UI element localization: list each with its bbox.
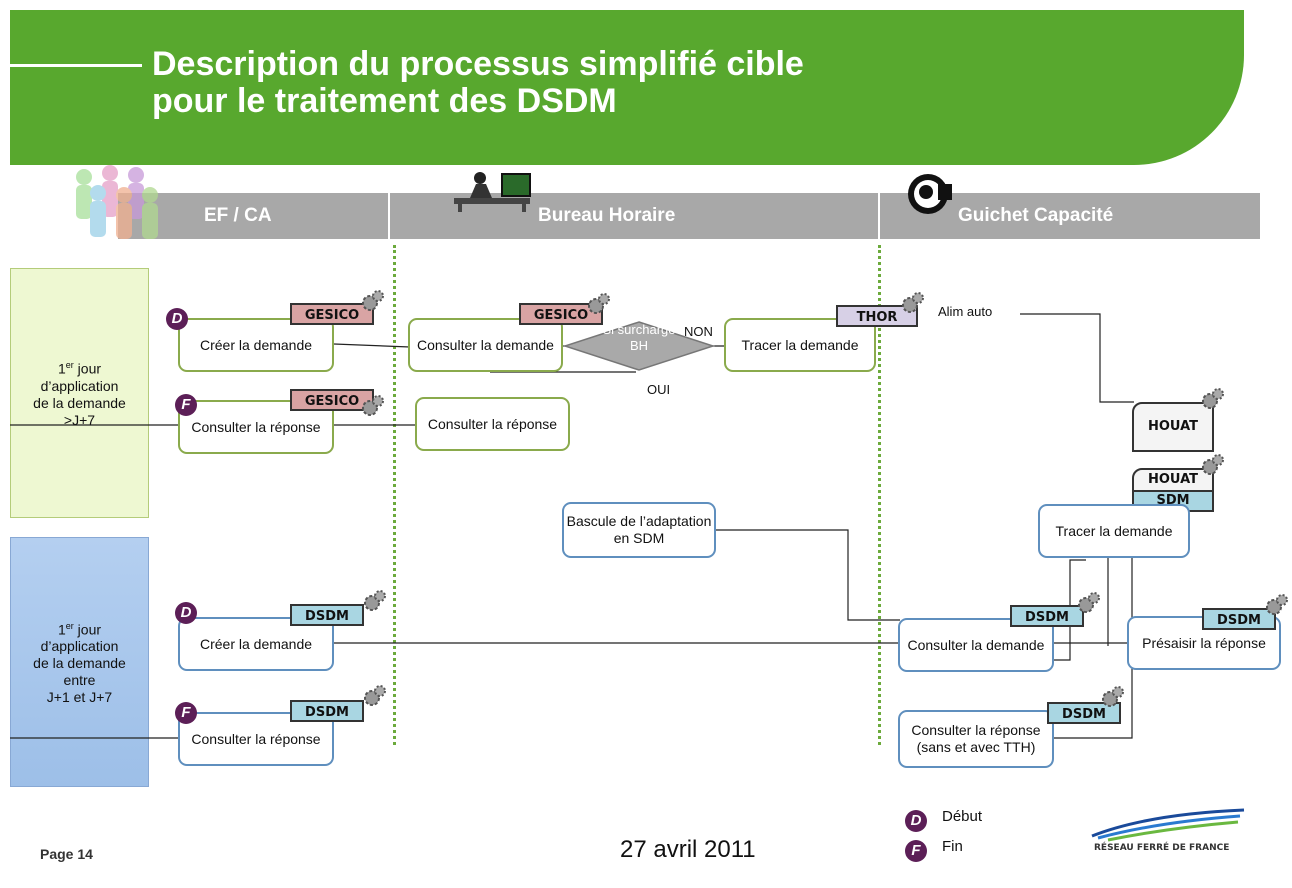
- phone-operator-icon: [908, 174, 952, 214]
- rff-logo-text: RÉSEAU FERRÉ DE FRANCE: [1094, 843, 1230, 853]
- row-label-line: J+1 et J+7: [46, 689, 113, 706]
- process-consulter-reponse-bh: Consulter la réponse: [415, 397, 570, 451]
- gear-icon: [902, 292, 924, 313]
- legend-start-badge: D: [905, 810, 927, 832]
- end-badge: F: [175, 702, 197, 724]
- tag-thor: THOR: [836, 305, 918, 327]
- gear-icon: [362, 395, 384, 416]
- lane-divider: [878, 245, 881, 745]
- decision-yes-label: OUI: [647, 382, 671, 397]
- row-label-number: 1: [57, 360, 66, 377]
- process-text: Consulter la réponse (sans et avec TTH): [911, 722, 1041, 755]
- gear-icon: [1102, 686, 1124, 707]
- decision-text: Si surcharge BH: [602, 322, 676, 353]
- process-tracer-demande: Tracer la demande: [724, 318, 876, 372]
- process-consulter-reponse-tth: Consulter la réponse (sans et avec TTH): [898, 710, 1054, 768]
- process-text: Tracer la demande: [741, 336, 859, 353]
- legend-end-badge: F: [905, 840, 927, 862]
- process-text: Créer la demande: [199, 336, 313, 353]
- title-banner: [10, 10, 1244, 165]
- process-consulter-demande-bh: Consulter la demande: [408, 318, 563, 372]
- row-label-number: 1: [57, 621, 66, 638]
- office-worker-icon: [454, 172, 531, 212]
- page-title: Description du processus simplifié cible…: [152, 46, 804, 120]
- lane-label-ef-ca: EF / CA: [204, 205, 272, 226]
- decision-no-label: NON: [684, 324, 713, 339]
- tag-gesico: GESICO: [290, 389, 374, 411]
- lane-divider: [393, 245, 396, 745]
- process-text: Bascule de l’adaptation en SDM: [566, 513, 712, 546]
- tag-dsdm: DSDM: [290, 604, 364, 626]
- gear-icon: [362, 290, 384, 311]
- gear-icon: [364, 590, 386, 611]
- tag-dsdm: DSDM: [1047, 702, 1121, 724]
- lane-label-bureau-horaire: Bureau Horaire: [538, 205, 676, 226]
- gear-icon: [1078, 592, 1100, 613]
- tag-dsdm: DSDM: [1202, 608, 1276, 630]
- decision-diamond: [563, 321, 715, 371]
- process-creer-demande-dsdm: Créer la demande: [178, 617, 334, 671]
- legend-end-label: Fin: [942, 838, 963, 855]
- start-badge: D: [175, 602, 197, 624]
- connector: [716, 529, 900, 621]
- process-text: Consulter la réponse: [191, 418, 321, 435]
- rff-logo-icon: [1091, 808, 1245, 842]
- row-label-j1-j7: 1er jour d’application de la demande ent…: [10, 537, 149, 787]
- title-line-1: Description du processus simplifié cible: [152, 45, 804, 83]
- tag-gesico: GESICO: [290, 303, 374, 325]
- gear-icon: [1266, 594, 1288, 615]
- connector: [1020, 313, 1134, 403]
- tag-dsdm: DSDM: [1010, 605, 1084, 627]
- row-label-jour: jour: [73, 621, 102, 638]
- tag-gesico: GESICO: [519, 303, 603, 325]
- alim-auto-label: Alim auto: [938, 304, 993, 319]
- row-label-line: entre: [63, 672, 96, 689]
- process-text: Consulter la demande: [907, 636, 1045, 653]
- process-text: Présaisir la réponse: [1142, 634, 1266, 651]
- footer-date: 27 avril 2011: [620, 836, 756, 863]
- row-label-sup: er: [65, 360, 74, 371]
- process-consulter-demande-gc: Consulter la demande: [898, 618, 1054, 672]
- connector: [333, 343, 411, 348]
- connector: [1054, 520, 1133, 739]
- end-badge: F: [175, 394, 197, 416]
- process-text: Consulter la demande: [417, 336, 554, 353]
- row-label-line: d’application: [40, 377, 119, 394]
- row-label-line: de la demande: [33, 394, 126, 411]
- tag-dsdm: DSDM: [290, 700, 364, 722]
- tag-houat: HOUAT: [1132, 402, 1214, 452]
- people-icon: [76, 165, 158, 239]
- row-label-sup: er: [65, 620, 74, 631]
- process-text: Consulter la réponse: [191, 730, 321, 747]
- lane-separator: [388, 193, 390, 239]
- process-text: Tracer la demande: [1055, 522, 1173, 539]
- lane-separator: [878, 193, 880, 239]
- row-label-line: de la demande: [33, 655, 126, 672]
- row-label-jour: jour: [73, 360, 102, 377]
- gear-icon: [1202, 454, 1224, 475]
- process-bascule-sdm: Bascule de l’adaptation en SDM: [562, 502, 716, 558]
- row-label-line: d’application: [40, 638, 119, 655]
- row-label-j7: 1er jour d’application de la demande >J+…: [10, 268, 149, 518]
- lane-label-guichet-capacite: Guichet Capacité: [958, 205, 1114, 226]
- gear-icon: [588, 293, 610, 314]
- process-text: Consulter la réponse: [427, 415, 558, 432]
- process-text: Créer la demande: [199, 635, 313, 652]
- gear-icon: [364, 685, 386, 706]
- tag-houat: HOUAT: [1132, 468, 1214, 492]
- start-badge: D: [166, 308, 188, 330]
- process-creer-demande: Créer la demande: [178, 318, 334, 372]
- page-number: Page 14: [40, 846, 93, 862]
- row-label-line: >J+7: [63, 411, 96, 428]
- gear-icon: [1202, 388, 1224, 409]
- lane-header-bar: [118, 193, 1260, 239]
- legend-start-label: Début: [942, 808, 983, 825]
- title-rule: [10, 64, 142, 67]
- process-tracer-demande-sdm: Tracer la demande: [1038, 504, 1190, 558]
- title-line-2: pour le traitement des DSDM: [152, 82, 617, 120]
